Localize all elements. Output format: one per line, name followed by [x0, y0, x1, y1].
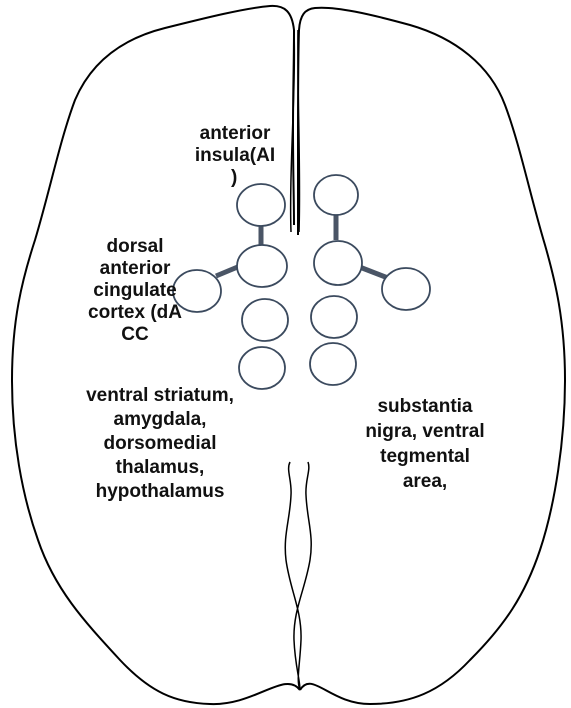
substantia-nigra-line: substantia [345, 394, 505, 419]
dacc-line: cingulate [70, 280, 200, 302]
node-right-top [314, 175, 358, 215]
dacc-line: anterior [70, 258, 200, 280]
node-left-lower2 [239, 347, 285, 389]
dacc-line: cortex (dA [70, 302, 200, 324]
substantia-nigra-label: substantia nigra, ventral tegmental area… [345, 394, 505, 494]
substantia-nigra-line: tegmental [345, 444, 505, 469]
posterior-fissure [285, 462, 311, 690]
substantia-nigra-line: nigra, ventral [345, 419, 505, 444]
substantia-nigra-line: area, [345, 469, 505, 494]
dacc-line: CC [70, 324, 200, 346]
anterior-insula-line: ) [185, 167, 285, 189]
node-right-side [382, 268, 430, 310]
node-left-mid [237, 245, 287, 287]
ventral-striatum-line: dorsomedial [50, 432, 270, 456]
ventral-striatum-line: ventral striatum, [50, 384, 270, 408]
node-right-lower1 [311, 296, 357, 338]
anterior-insula-label: anterior insula(AI ) [185, 123, 285, 189]
nodes [173, 175, 430, 389]
dacc-label: dorsal anterior cingulate cortex (dA CC [70, 236, 200, 346]
dacc-line: dorsal [70, 236, 200, 258]
node-right-lower2 [310, 343, 356, 385]
node-right-mid [314, 241, 362, 285]
anterior-insula-line: insula(AI [185, 145, 285, 167]
ventral-striatum-line: thalamus, [50, 456, 270, 480]
anterior-insula-line: anterior [185, 123, 285, 145]
node-left-lower1 [242, 299, 288, 341]
ventral-striatum-label: ventral striatum, amygdala, dorsomedial … [50, 384, 270, 504]
ventral-striatum-line: hypothalamus [50, 480, 270, 504]
node-left-top [237, 184, 285, 226]
ventral-striatum-line: amygdala, [50, 408, 270, 432]
